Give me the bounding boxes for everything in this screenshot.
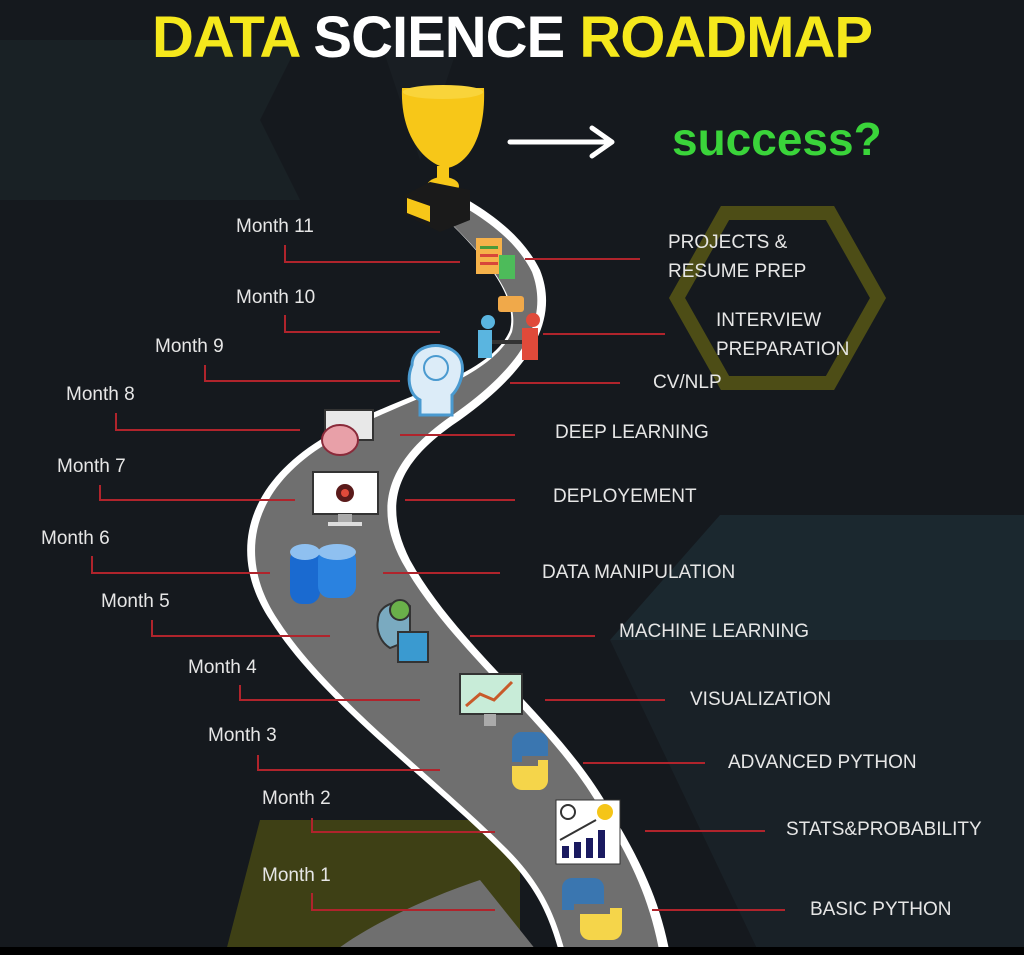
month-label: Month 6: [41, 528, 110, 549]
brain-book-icon: [321, 409, 374, 456]
topic-label: CV/NLP: [653, 372, 722, 393]
page-title: DATA SCIENCE ROADMAP: [0, 4, 1024, 71]
topic-label: PROJECTS & RESUME PREP: [668, 228, 806, 286]
topic-line: INTERVIEW: [716, 310, 822, 331]
title-part-science: SCIENCE: [313, 5, 565, 70]
python-icon: [562, 878, 622, 940]
topic-label: BASIC PYTHON: [810, 899, 952, 920]
monitor-gear-icon: [312, 471, 379, 526]
topic-label: DATA MANIPULATION: [542, 562, 736, 583]
topic-label: DEPLOYEMENT: [553, 486, 697, 507]
month-label: Month 8: [66, 384, 135, 405]
month-label: Month 11: [236, 216, 314, 237]
topic-line: PREPARATION: [716, 339, 850, 360]
title-part-data: DATA: [151, 5, 299, 70]
topic-label: VISUALIZATION: [690, 689, 832, 710]
stats-chart-icon: [555, 799, 621, 865]
database-icon: [290, 544, 356, 604]
month-label: Month 3: [208, 725, 277, 746]
month-label: Month 2: [262, 788, 331, 809]
python-icon: [511, 732, 549, 790]
topic-label: MACHINE LEARNING: [619, 621, 810, 642]
neural-head-icon: [407, 344, 464, 417]
month-label: Month 1: [262, 865, 331, 886]
trophy-icon: [401, 85, 485, 232]
ai-head-gear-icon: [376, 599, 429, 663]
interview-icon: [478, 296, 540, 360]
title-part-roadmap: ROADMAP: [579, 5, 873, 70]
monitor-chart-icon: [459, 673, 523, 726]
month-label: Month 5: [101, 591, 170, 612]
topic-label: DEEP LEARNING: [555, 422, 709, 443]
bottom-border: [0, 947, 1024, 955]
topic-line: PROJECTS &: [668, 232, 788, 253]
month-label: Month 9: [155, 336, 224, 357]
month-label: Month 7: [57, 456, 126, 477]
right-arrow-icon: [507, 125, 615, 159]
success-label: success?: [672, 113, 882, 165]
month-label: Month 10: [236, 287, 316, 308]
resume-icon: [476, 238, 515, 279]
hexagon-frame: [668, 206, 887, 390]
topic-label: INTERVIEW PREPARATION: [716, 306, 849, 364]
topic-label: STATS&PROBABILITY: [786, 819, 982, 840]
topic-line: RESUME PREP: [668, 261, 807, 282]
topic-label: ADVANCED PYTHON: [728, 752, 917, 773]
connector-lines: [91, 245, 785, 911]
month-label: Month 4: [188, 657, 257, 678]
